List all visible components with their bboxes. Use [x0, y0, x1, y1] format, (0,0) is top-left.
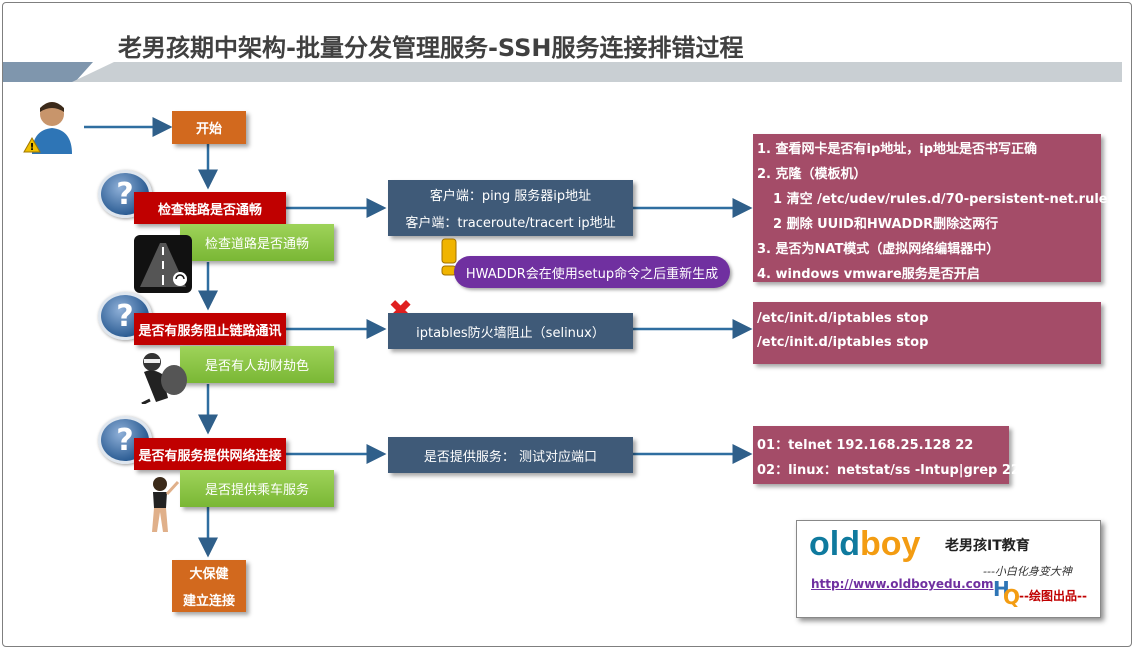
- hint-ride-node: 是否提供乘车服务: [180, 470, 334, 507]
- hq-q: Q: [1003, 585, 1021, 609]
- note3-line1: 01：telnet 192.168.25.128 22: [757, 438, 974, 453]
- hint-robbery-node: 是否有人劫财劫色: [180, 346, 334, 383]
- brand-url-link[interactable]: http://www.oldboyedu.com: [811, 577, 994, 591]
- note1-line5: 3. 是否为NAT模式（虚拟网络编辑器中）: [757, 242, 1000, 257]
- note1-line4: 2 删除 UUID和HWADDR删除这两行: [773, 217, 999, 232]
- drawing-credit: --绘图出品--: [1019, 589, 1087, 603]
- action-port-test-node: 是否提供服务： 测试对应端口: [388, 437, 633, 473]
- action-iptables-node: iptables防火墙阻止（selinux）: [388, 313, 633, 349]
- user-icon: !: [23, 102, 72, 154]
- brand-old: old: [809, 525, 860, 563]
- person-icon: [152, 477, 180, 532]
- action-ping-node: 客户端：ping 服务器ip地址 客户端：traceroute/tracert …: [388, 180, 633, 236]
- start-node: 开始: [172, 111, 246, 144]
- end-line2: 建立连接: [182, 594, 235, 609]
- road-icon: [134, 235, 192, 293]
- brand-boy: boy: [859, 525, 921, 563]
- hint-road-node: 检查道路是否通畅: [180, 224, 334, 261]
- check-block-node: 是否有服务阻止链路通讯: [134, 313, 286, 345]
- page-title: 老男孩期中架构-批量分发管理服务-SSH服务连接排错过程: [118, 34, 744, 62]
- note1-line1: 1. 查看网卡是否有ip地址，ip地址是否书写正确: [757, 142, 1038, 157]
- title-band: [72, 62, 1122, 82]
- warning-icon: [441, 238, 457, 276]
- note2-line1: /etc/init.d/iptables stop: [757, 311, 929, 326]
- check-link-node: 检查链路是否通畅: [134, 192, 286, 224]
- note-port-tests: 01：telnet 192.168.25.128 22 02：linux：net…: [753, 426, 1020, 484]
- note-network-checks: 1. 查看网卡是否有ip地址，ip地址是否书写正确 2. 克隆（模板机） 1 清…: [753, 134, 1115, 282]
- note-iptables: /etc/init.d/iptables stop /etc/init.d/ip…: [753, 302, 1101, 364]
- hwaddr-note: HWADDR会在使用setup命令之后重新生成: [454, 256, 730, 288]
- note1-line6: 4. windows vmware服务是否开启: [757, 267, 980, 282]
- brand-logo: oldboy: [809, 525, 920, 564]
- hq-h: H: [993, 577, 1010, 601]
- brand-slogan: ---小白化身变大神: [983, 565, 1072, 578]
- end-line1: 大保健: [189, 567, 229, 582]
- note1-line2: 2. 克隆（模板机）: [757, 167, 867, 182]
- title-band-accent: [3, 62, 93, 82]
- thief-icon: [141, 353, 187, 404]
- action-ping-line2: 客户端：traceroute/tracert ip地址: [405, 216, 616, 231]
- note2-line2: /etc/init.d/iptables stop: [757, 335, 929, 350]
- brand-edu: 老男孩IT教育: [945, 538, 1030, 554]
- action-ping-line1: 客户端：ping 服务器ip地址: [429, 189, 592, 204]
- note3-line2: 02：linux：netstat/ss -lntup|grep 22: [757, 463, 1020, 478]
- end-node: 大保健 建立连接: [172, 560, 246, 612]
- oldboy-logo: oldboy 老男孩IT教育 ---小白化身变大神 http://www.old…: [796, 520, 1101, 618]
- svg-text:!: !: [30, 142, 35, 153]
- note1-line3: 1 清空 /etc/udev/rules.d/70-persistent-net…: [773, 192, 1116, 207]
- check-service-node: 是否有服务提供网络连接: [134, 438, 286, 470]
